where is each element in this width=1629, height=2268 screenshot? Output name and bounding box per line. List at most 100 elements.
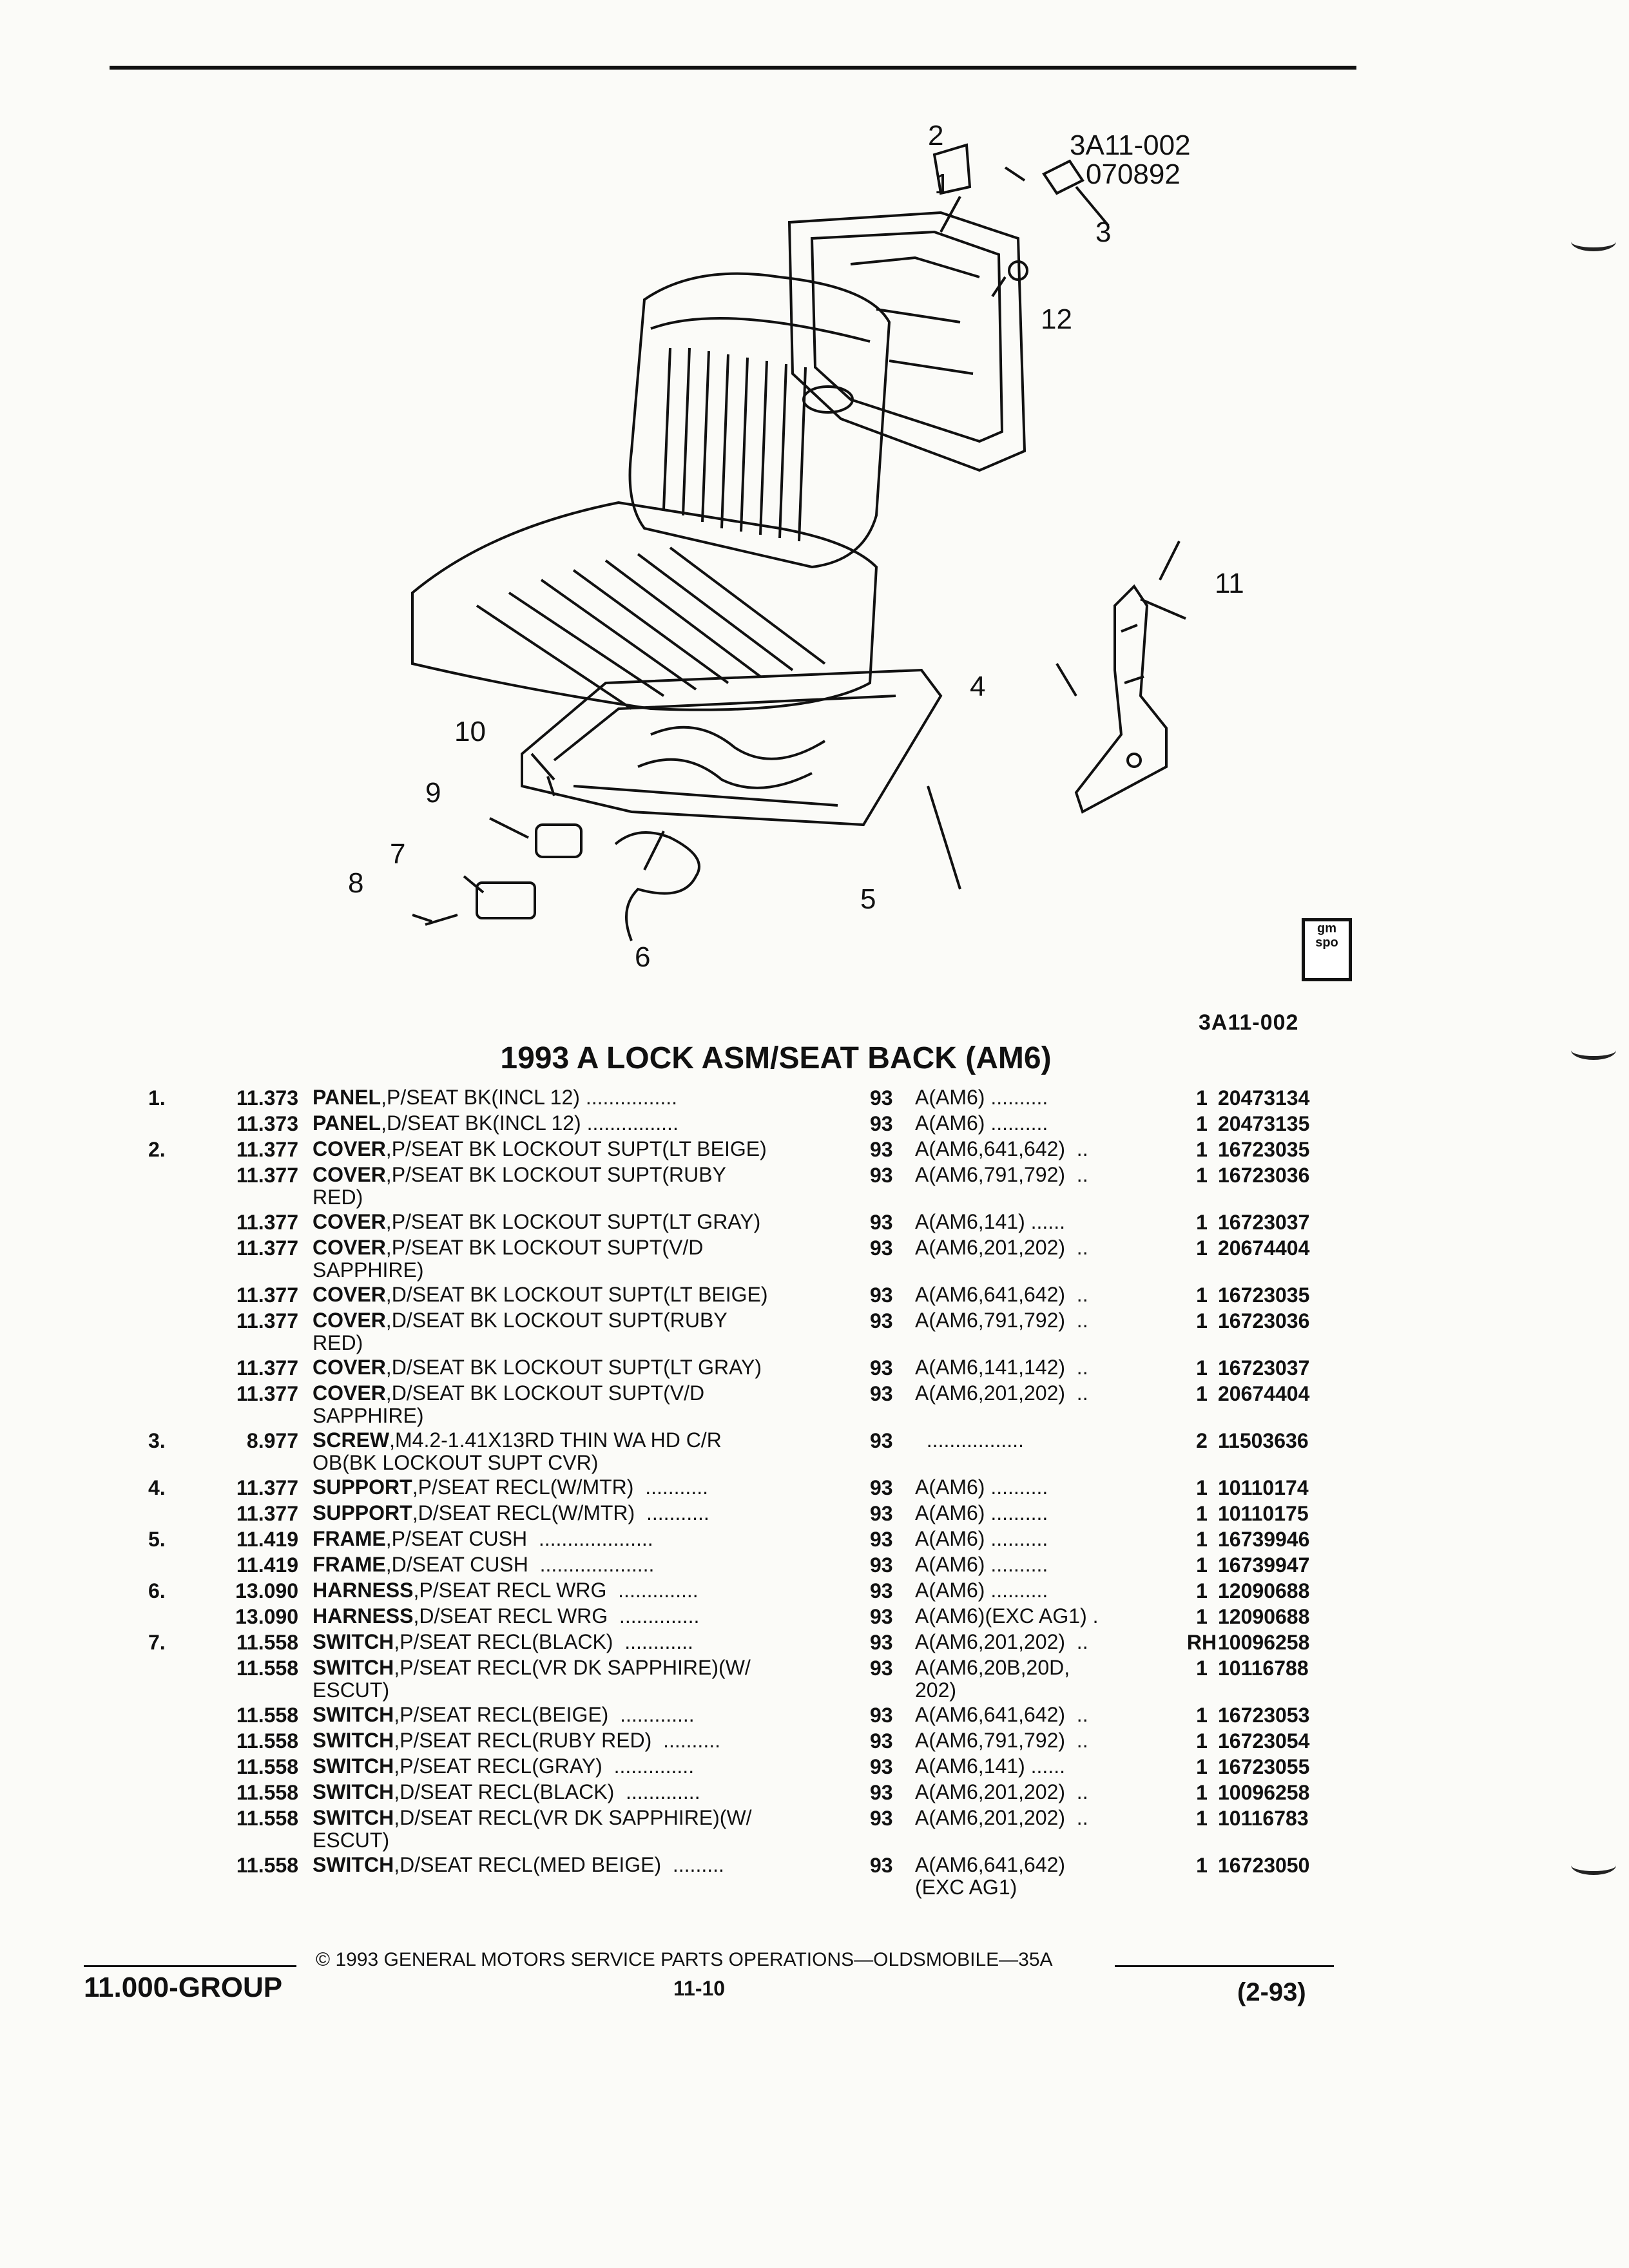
top-rule <box>110 66 1356 70</box>
part-description: PANEL,D/SEAT BK(INCL 12) ...............… <box>313 1112 870 1135</box>
part-quantity: 1 <box>1196 1807 1208 1830</box>
part-number: 12090688 <box>1218 1579 1310 1602</box>
part-name: SWITCH <box>313 1729 394 1752</box>
part-detail: ,D/SEAT BK(INCL 12) ................ <box>381 1111 679 1135</box>
part-model-year: 93 <box>870 1086 893 1110</box>
part-number: 16723035 <box>1218 1138 1310 1161</box>
part-model-year: 93 <box>870 1502 893 1525</box>
part-group-number: 11.419 <box>236 1528 298 1551</box>
part-number: 16723054 <box>1218 1729 1310 1753</box>
part-group-number: 11.377 <box>236 1476 298 1499</box>
part-model-year: 93 <box>870 1807 893 1830</box>
diagram-ref-code: 3A11-002 <box>1070 130 1191 161</box>
part-model-year: 93 <box>870 1309 893 1332</box>
seat-frame-part <box>521 668 943 827</box>
part-application: A(AM6,20B,20D, 202) <box>915 1656 1070 1702</box>
callout-10: 10 <box>454 716 486 747</box>
margin-mark <box>1571 232 1616 251</box>
part-description: SUPPORT,P/SEAT RECL(W/MTR) ........... <box>313 1476 870 1499</box>
harness-part-6 <box>614 831 700 941</box>
part-description: SWITCH,D/SEAT RECL(BLACK) ............. <box>313 1781 870 1803</box>
part-detail: ,D/SEAT BK LOCKOUT SUPT(V/D SAPPHIRE) <box>313 1381 705 1427</box>
part-detail: ,D/SEAT RECL(W/MTR) ........... <box>412 1501 709 1524</box>
part-application: A(AM6,141) ...... <box>915 1754 1065 1778</box>
part-quantity: 1 <box>1196 1309 1208 1332</box>
screw-part-3 <box>1042 159 1084 195</box>
part-model-year: 93 <box>870 1236 893 1260</box>
part-application: A(AM6) .......... <box>915 1527 1048 1550</box>
part-group-number: 11.377 <box>236 1211 298 1234</box>
part-application: A(AM6,641,642) .. <box>915 1137 1088 1160</box>
part-number: 10110174 <box>1218 1476 1309 1499</box>
part-detail: ,D/SEAT RECL(BLACK) ............. <box>394 1780 700 1803</box>
part-ref-number: 5. <box>148 1528 166 1551</box>
part-quantity: 1 <box>1196 1755 1208 1778</box>
footer-copyright: © 1993 GENERAL MOTORS SERVICE PARTS OPER… <box>316 1949 1053 1970</box>
part-detail: ,P/SEAT RECL(BLACK) ............ <box>394 1630 693 1653</box>
part-name: COVER <box>313 1163 386 1186</box>
footer-group: 11.000-GROUP <box>84 1972 283 2003</box>
lockout-cover-part-2 <box>932 143 972 195</box>
callout-12: 12 <box>1041 303 1072 335</box>
part-group-number: 11.558 <box>236 1781 298 1804</box>
part-application: A(AM6) .......... <box>915 1553 1048 1576</box>
part-group-number: 11.377 <box>236 1283 298 1307</box>
callout-11: 11 <box>1215 568 1244 599</box>
part-quantity: 1 <box>1196 1854 1208 1877</box>
part-group-number: 11.377 <box>236 1356 298 1379</box>
part-name: SWITCH <box>313 1703 394 1726</box>
part-description: HARNESS,D/SEAT RECL WRG .............. <box>313 1605 870 1628</box>
switch-escutcheon-part-9 <box>535 823 583 858</box>
part-group-number: 11.558 <box>236 1807 298 1830</box>
part-detail: ,M4.2-1.41X13RD THIN WA HD C/R OB(BK LOC… <box>313 1428 722 1474</box>
part-detail: ,P/SEAT RECL(VR DK SAPPHIRE)(W/ ESCUT) <box>313 1656 751 1702</box>
logo-line-1: gm <box>1317 921 1336 936</box>
part-quantity: 1 <box>1196 1086 1208 1110</box>
part-number: 20674404 <box>1218 1236 1310 1260</box>
part-model-year: 93 <box>870 1781 893 1804</box>
part-quantity: 1 <box>1196 1382 1208 1405</box>
part-detail: ,D/SEAT RECL WRG .............. <box>413 1604 700 1628</box>
part-name: SWITCH <box>313 1630 394 1653</box>
part-detail: ,P/SEAT BK LOCKOUT SUPT(LT BEIGE) <box>385 1137 767 1160</box>
part-description: COVER,D/SEAT BK LOCKOUT SUPT(LT BEIGE) <box>313 1283 870 1306</box>
part-name: PANEL <box>313 1111 381 1135</box>
part-name: SUPPORT <box>313 1501 412 1524</box>
part-model-year: 93 <box>870 1356 893 1379</box>
part-description: FRAME,D/SEAT CUSH .................... <box>313 1553 870 1576</box>
part-application: A(AM6,641,642) .. <box>915 1703 1088 1726</box>
part-group-number: 11.558 <box>236 1729 298 1753</box>
part-application: ................. <box>915 1428 1024 1452</box>
part-name: COVER <box>313 1210 386 1233</box>
switch-part-7 <box>476 881 536 919</box>
callout-2: 2 <box>928 120 943 151</box>
part-application: A(AM6,791,792) .. <box>915 1309 1088 1332</box>
part-application: A(AM6) .......... <box>915 1111 1048 1135</box>
part-number: 11503636 <box>1218 1429 1309 1452</box>
margin-mark <box>1571 1856 1616 1875</box>
part-number: 20674404 <box>1218 1382 1310 1405</box>
part-number: 16723035 <box>1218 1283 1310 1307</box>
part-model-year: 93 <box>870 1657 893 1680</box>
part-number: 16723037 <box>1218 1211 1310 1234</box>
part-description: SWITCH,P/SEAT RECL(BLACK) ............ <box>313 1631 870 1653</box>
exploded-parts-diagram: 3A11-002 070892 <box>348 116 1366 999</box>
part-detail: ,D/SEAT RECL(MED BEIGE) ......... <box>394 1853 724 1876</box>
seat-back-cushion <box>628 272 891 569</box>
part-description: SWITCH,D/SEAT RECL(MED BEIGE) ......... <box>313 1854 870 1876</box>
part-quantity: 1 <box>1196 1476 1208 1499</box>
part-group-number: 8.977 <box>246 1429 298 1452</box>
part-description: SUPPORT,D/SEAT RECL(W/MTR) ........... <box>313 1502 870 1524</box>
part-model-year: 93 <box>870 1704 893 1727</box>
footer-date: (2-93) <box>1237 1978 1306 2006</box>
